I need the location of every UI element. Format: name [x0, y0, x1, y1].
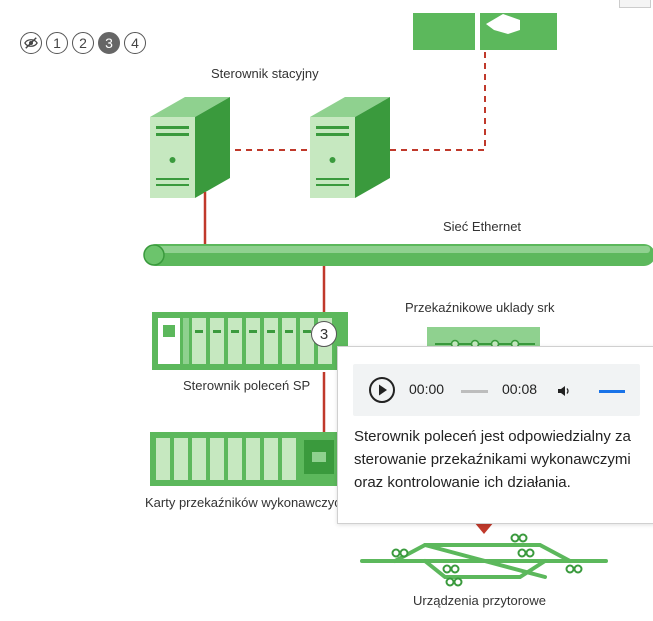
current-time: 00:00 — [409, 381, 445, 397]
solid-links — [203, 192, 326, 432]
volume-icon[interactable] — [557, 384, 571, 402]
trackside-devices-icon — [360, 543, 608, 579]
dashed-links — [235, 52, 486, 151]
command-controller-label: Sterownik poleceń SP — [183, 378, 311, 393]
arrow-down-icon — [474, 522, 494, 534]
command-controller-icon — [152, 312, 348, 370]
play-icon[interactable] — [369, 377, 395, 403]
relay-systems-label: Przekaźnikowe uklady srk — [405, 300, 555, 315]
relay-cards-icon — [150, 432, 338, 486]
duration: 00:08 — [502, 381, 538, 397]
ethernet-bus-icon — [143, 244, 653, 266]
ethernet-label: Sieć Ethernet — [443, 219, 522, 234]
info-popup: 00:00 00:08 Sterownik poleceń jest odpow… — [337, 346, 653, 524]
step-navigation: 1 2 3 4 — [20, 32, 146, 54]
step-3-button[interactable]: 3 — [98, 32, 120, 54]
corner-button[interactable] — [619, 0, 651, 8]
station-controller-label: Sterownik stacyjny — [211, 66, 319, 81]
relay-cards-label: Karty przekaźników wykonawczych — [145, 495, 349, 510]
step-4-button[interactable]: 4 — [124, 32, 146, 54]
server-1-icon — [150, 97, 230, 198]
progress-bar[interactable] — [461, 390, 488, 393]
trackside-label: Urządzenia przytorowe — [413, 593, 546, 608]
signals-icon — [391, 533, 583, 587]
server-2-icon — [310, 97, 390, 198]
popup-description: Sterownik poleceń jest odpowiedzialny za… — [354, 428, 631, 491]
step-2-button[interactable]: 2 — [72, 32, 94, 54]
hide-annotations-icon[interactable] — [20, 32, 42, 54]
audio-player: 00:00 00:08 — [353, 364, 640, 416]
volume-slider[interactable] — [599, 390, 625, 393]
hotspot-marker[interactable]: 3 — [311, 321, 337, 347]
step-1-button[interactable]: 1 — [46, 32, 68, 54]
workstation-icon — [413, 13, 557, 50]
